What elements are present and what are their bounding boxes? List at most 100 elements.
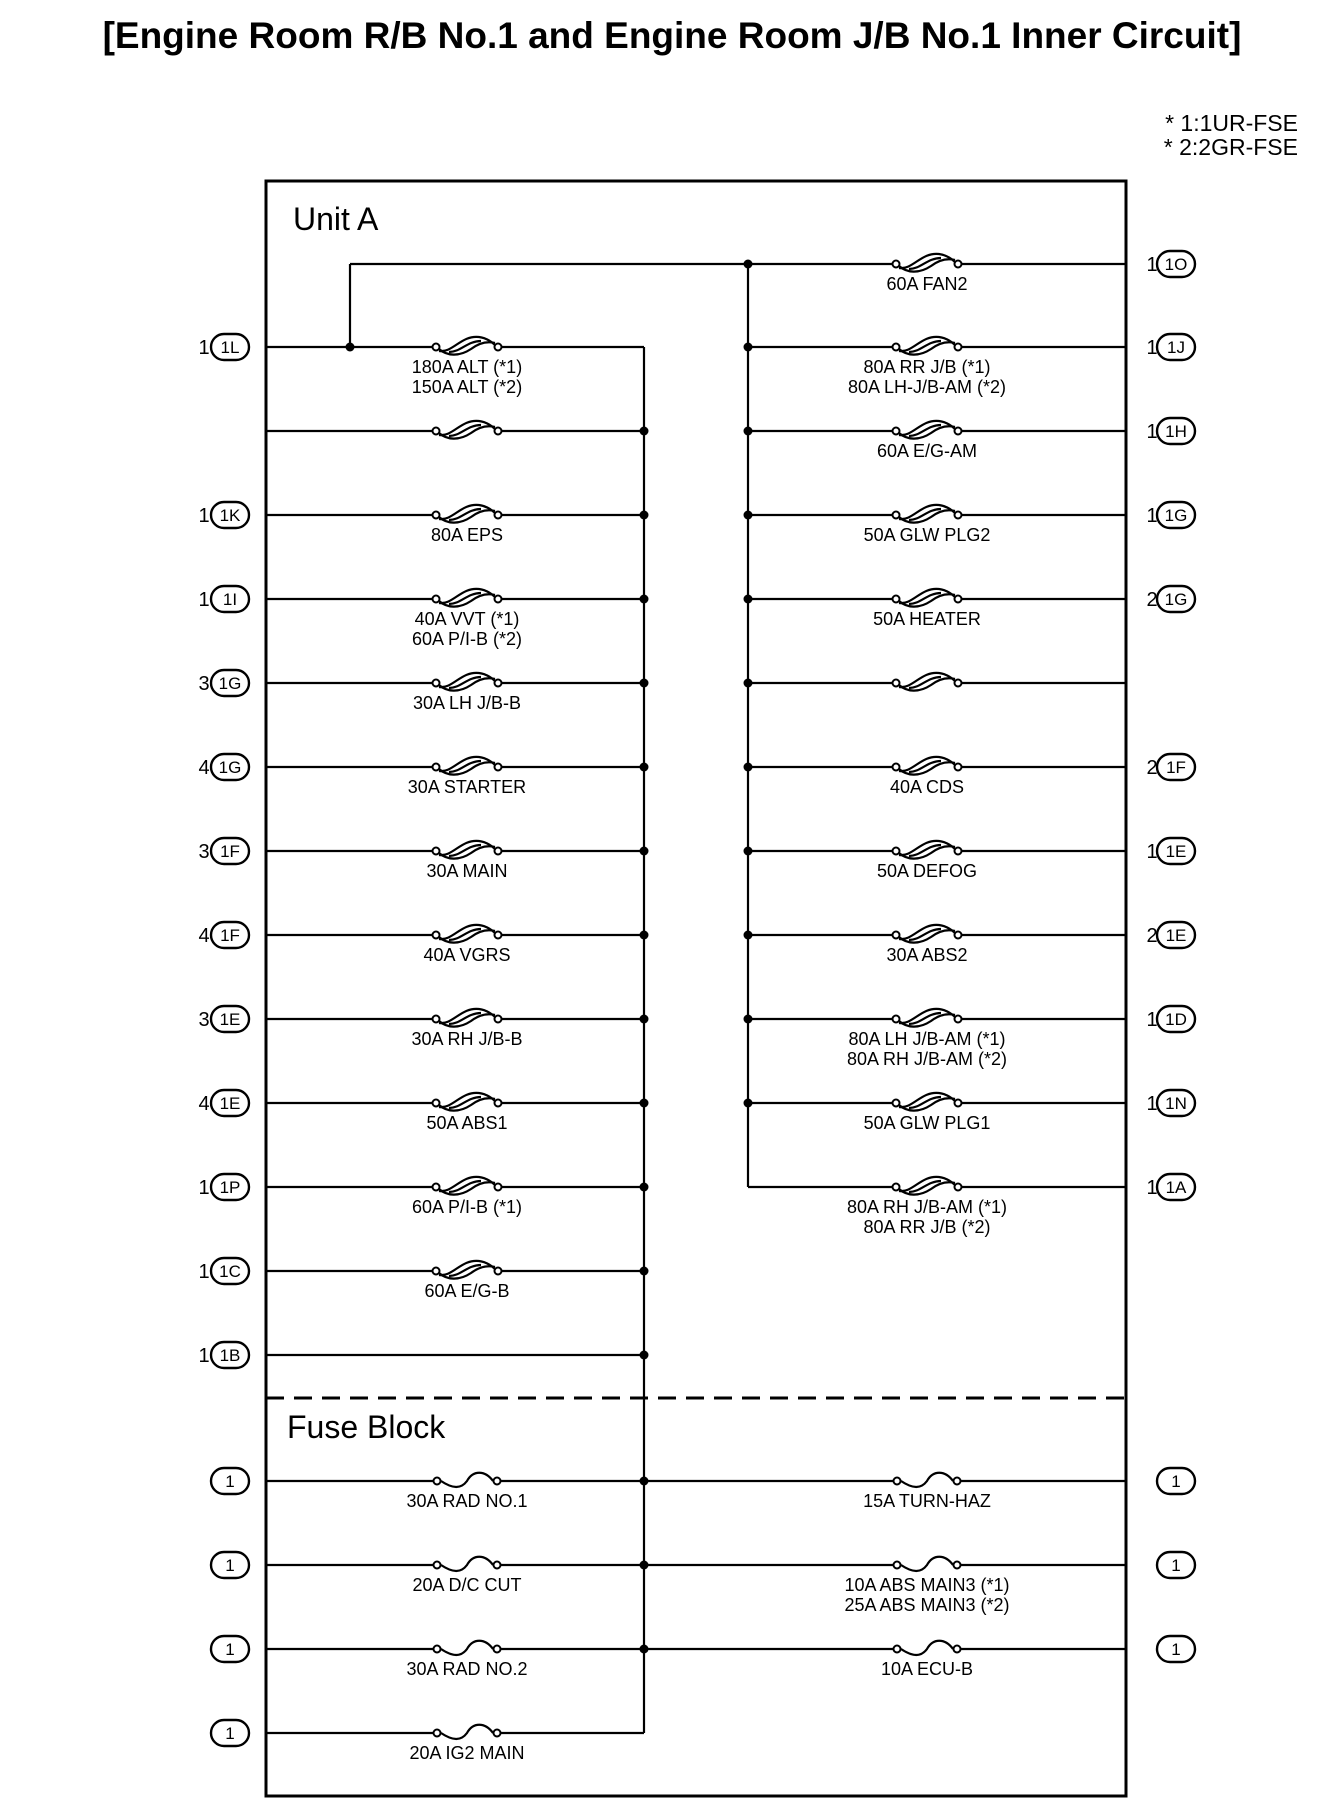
unit-a-left-7-connector-code: 1F <box>220 842 240 861</box>
unit-a-right-2-bus-dot <box>743 342 753 352</box>
unit-a-right-12-connector-code: 1A <box>1166 1178 1187 1197</box>
unit-a-left-13-connector-code: 1B <box>220 1346 241 1365</box>
unit-a-right-12-fuse-end-right <box>953 1182 963 1192</box>
unit-a-left-7-fuse <box>431 839 503 860</box>
fuse-block-left-2-fuse-end-right <box>492 1560 502 1570</box>
fuse-block-right-3-connector-code: 1 <box>1171 1640 1180 1659</box>
fuse-block-left-2-fuse-curve <box>440 1555 494 1573</box>
unit-a-right-2-connector-pin: 1 <box>1146 337 1157 359</box>
unit-a-left-5-connector-pin: 3 <box>198 673 209 695</box>
unit-a-left-6-fuse <box>431 755 503 776</box>
fuse-block-right-1-fuse-end-right <box>952 1476 962 1486</box>
fuse-block-right-1-fuse <box>892 1471 962 1489</box>
unit-a-right-1-fuse-curve-c <box>908 256 942 271</box>
unit-a-right-6-fuse-end-left <box>891 678 901 688</box>
unit-a-left-4-fuse-curve-b <box>438 593 496 608</box>
unit-a-right-8-connector-code: 1E <box>1166 842 1187 861</box>
unit-a-right-10-label-0: 80A LH J/B-AM (*1) <box>848 1029 1005 1049</box>
unit-a-right-9-fuse-end-left <box>891 930 901 940</box>
unit-a-left-9-fuse-curve-b <box>438 1013 496 1028</box>
unit-a-right-7-fuse <box>891 755 963 776</box>
fuse-block-right-3-fuse-end-right <box>952 1644 962 1654</box>
unit-a-right-5-fuse-end-left <box>891 594 901 604</box>
fuse-block-left-4-fuse <box>432 1723 502 1741</box>
unit-a-left-8-fuse-gap <box>435 931 499 939</box>
unit-a-left-6-fuse-curve-b <box>438 761 496 776</box>
fuse-block-left-3-connector: 1 <box>209 1634 251 1664</box>
unit-a-left-3-fuse <box>431 503 503 524</box>
unit-a-left-12-connector-code: 1C <box>219 1262 241 1281</box>
unit-a-left-6-connector-code: 1G <box>219 758 242 777</box>
unit-a-right-8-fuse-gap <box>895 847 959 855</box>
unit-a-left-10-fuse <box>431 1091 503 1112</box>
unit-a-left-9-bus-dot <box>639 1014 649 1024</box>
unit-a-left-11-fuse <box>431 1175 503 1196</box>
unit-a-left-6-fuse-end-left <box>431 762 441 772</box>
unit-a-left-10-fuse-end-right <box>493 1098 503 1108</box>
unit-a-left-3-fuse-curve-c <box>448 507 482 522</box>
fuse-block-right-3-connector: 1 <box>1155 1634 1197 1664</box>
unit-a-right-8-fuse-end-left <box>891 846 901 856</box>
unit-a-left-10-fuse-curve-c <box>448 1095 482 1110</box>
fuse-block-right-1-fuse-end-left <box>892 1476 902 1486</box>
unit-a-left-12-connector-pin: 1 <box>198 1261 209 1283</box>
fuses <box>431 252 963 1741</box>
unit-a-left-6-connector-oval <box>209 752 251 782</box>
unit-a-right-3-label-0: 60A E/G-AM <box>877 441 977 461</box>
unit-a-right-1-connector-oval <box>1155 249 1197 279</box>
unit-a-right-10-fuse-curve-c <box>908 1011 942 1026</box>
unit-a-left-9-fuse-end-left <box>431 1014 441 1024</box>
unit-a-left-6-bus-dot <box>639 762 649 772</box>
unit-a-right-5-fuse-curve-c <box>908 591 942 606</box>
unit-a-left-6-connector-pin: 4 <box>198 757 209 779</box>
unit-a-right-9-fuse <box>891 923 963 944</box>
unit-a-left-11-fuse-gap <box>435 1183 499 1191</box>
unit-a-left-3-connector-pin: 1 <box>198 505 209 527</box>
unit-a-left-7-fuse-end-left <box>431 846 441 856</box>
unit-a-left-11-bus-dot <box>639 1182 649 1192</box>
unit-a-left-10-fuse-curve-b <box>438 1097 496 1112</box>
engine-note-2: * 2:2GR-FSE <box>1164 134 1298 160</box>
unit-a-left-3-fuse-gap <box>435 511 499 519</box>
unit-a-left-10-fuse-gap <box>435 1099 499 1107</box>
unit-a-left-11-fuse-end-left <box>431 1182 441 1192</box>
unit-a-left-12-connector: 1 1C <box>198 1256 251 1286</box>
unit-a-left-1-connector-oval <box>209 332 251 362</box>
fuse-block-left-1-fuse-curve <box>440 1471 494 1489</box>
unit-a-right-8-fuse <box>891 839 963 860</box>
unit-a-right-10-connector-oval <box>1155 1004 1197 1034</box>
unit-a-left-4-label-0: 40A VVT (*1) <box>415 609 520 629</box>
fuse-block-label: Fuse Block <box>287 1409 446 1445</box>
fuse-block-left-2-label-0: 20A D/C CUT <box>412 1575 521 1595</box>
fuse-block-right-3-fuse <box>892 1639 962 1657</box>
unit-a-right-7-connector-pin: 2 <box>1146 757 1157 779</box>
unit-a-right-7-connector-code: 1F <box>1166 758 1186 777</box>
unit-a-left-9-fuse-end-right <box>493 1014 503 1024</box>
fuse-block-left-3-fuse-curve <box>440 1639 494 1657</box>
unit-a-right-5-connector-oval <box>1155 584 1197 614</box>
unit-a-left-6-fuse-curve-c <box>448 759 482 774</box>
unit-a-left-5-fuse-gap <box>435 679 499 687</box>
unit-a-left-3-label-0: 80A EPS <box>431 525 503 545</box>
unit-a-left-11-connector-code: 1P <box>220 1178 241 1197</box>
unit-a-right-4-fuse-end-right <box>953 510 963 520</box>
unit-a-right-1-connector-code: 1O <box>1165 255 1188 274</box>
unit-a-left-4-connector-oval <box>209 584 251 614</box>
unit-a-left-8-connector-oval <box>209 920 251 950</box>
unit-a-left-9-fuse-curve-c <box>448 1011 482 1026</box>
unit-a-left-10-connector-code: 1E <box>220 1094 241 1113</box>
unit-a-right-6-bus-dot <box>743 678 753 688</box>
fuse-block-left-1-connector: 1 <box>209 1466 251 1496</box>
unit-a-left-1-fuse-end-left <box>431 342 441 352</box>
fuse-block-right-2-fuse-end-right <box>952 1560 962 1570</box>
unit-a-left-4-connector-code: 1I <box>223 590 237 609</box>
fuse-block-left-3-bus-dot <box>639 1644 649 1654</box>
